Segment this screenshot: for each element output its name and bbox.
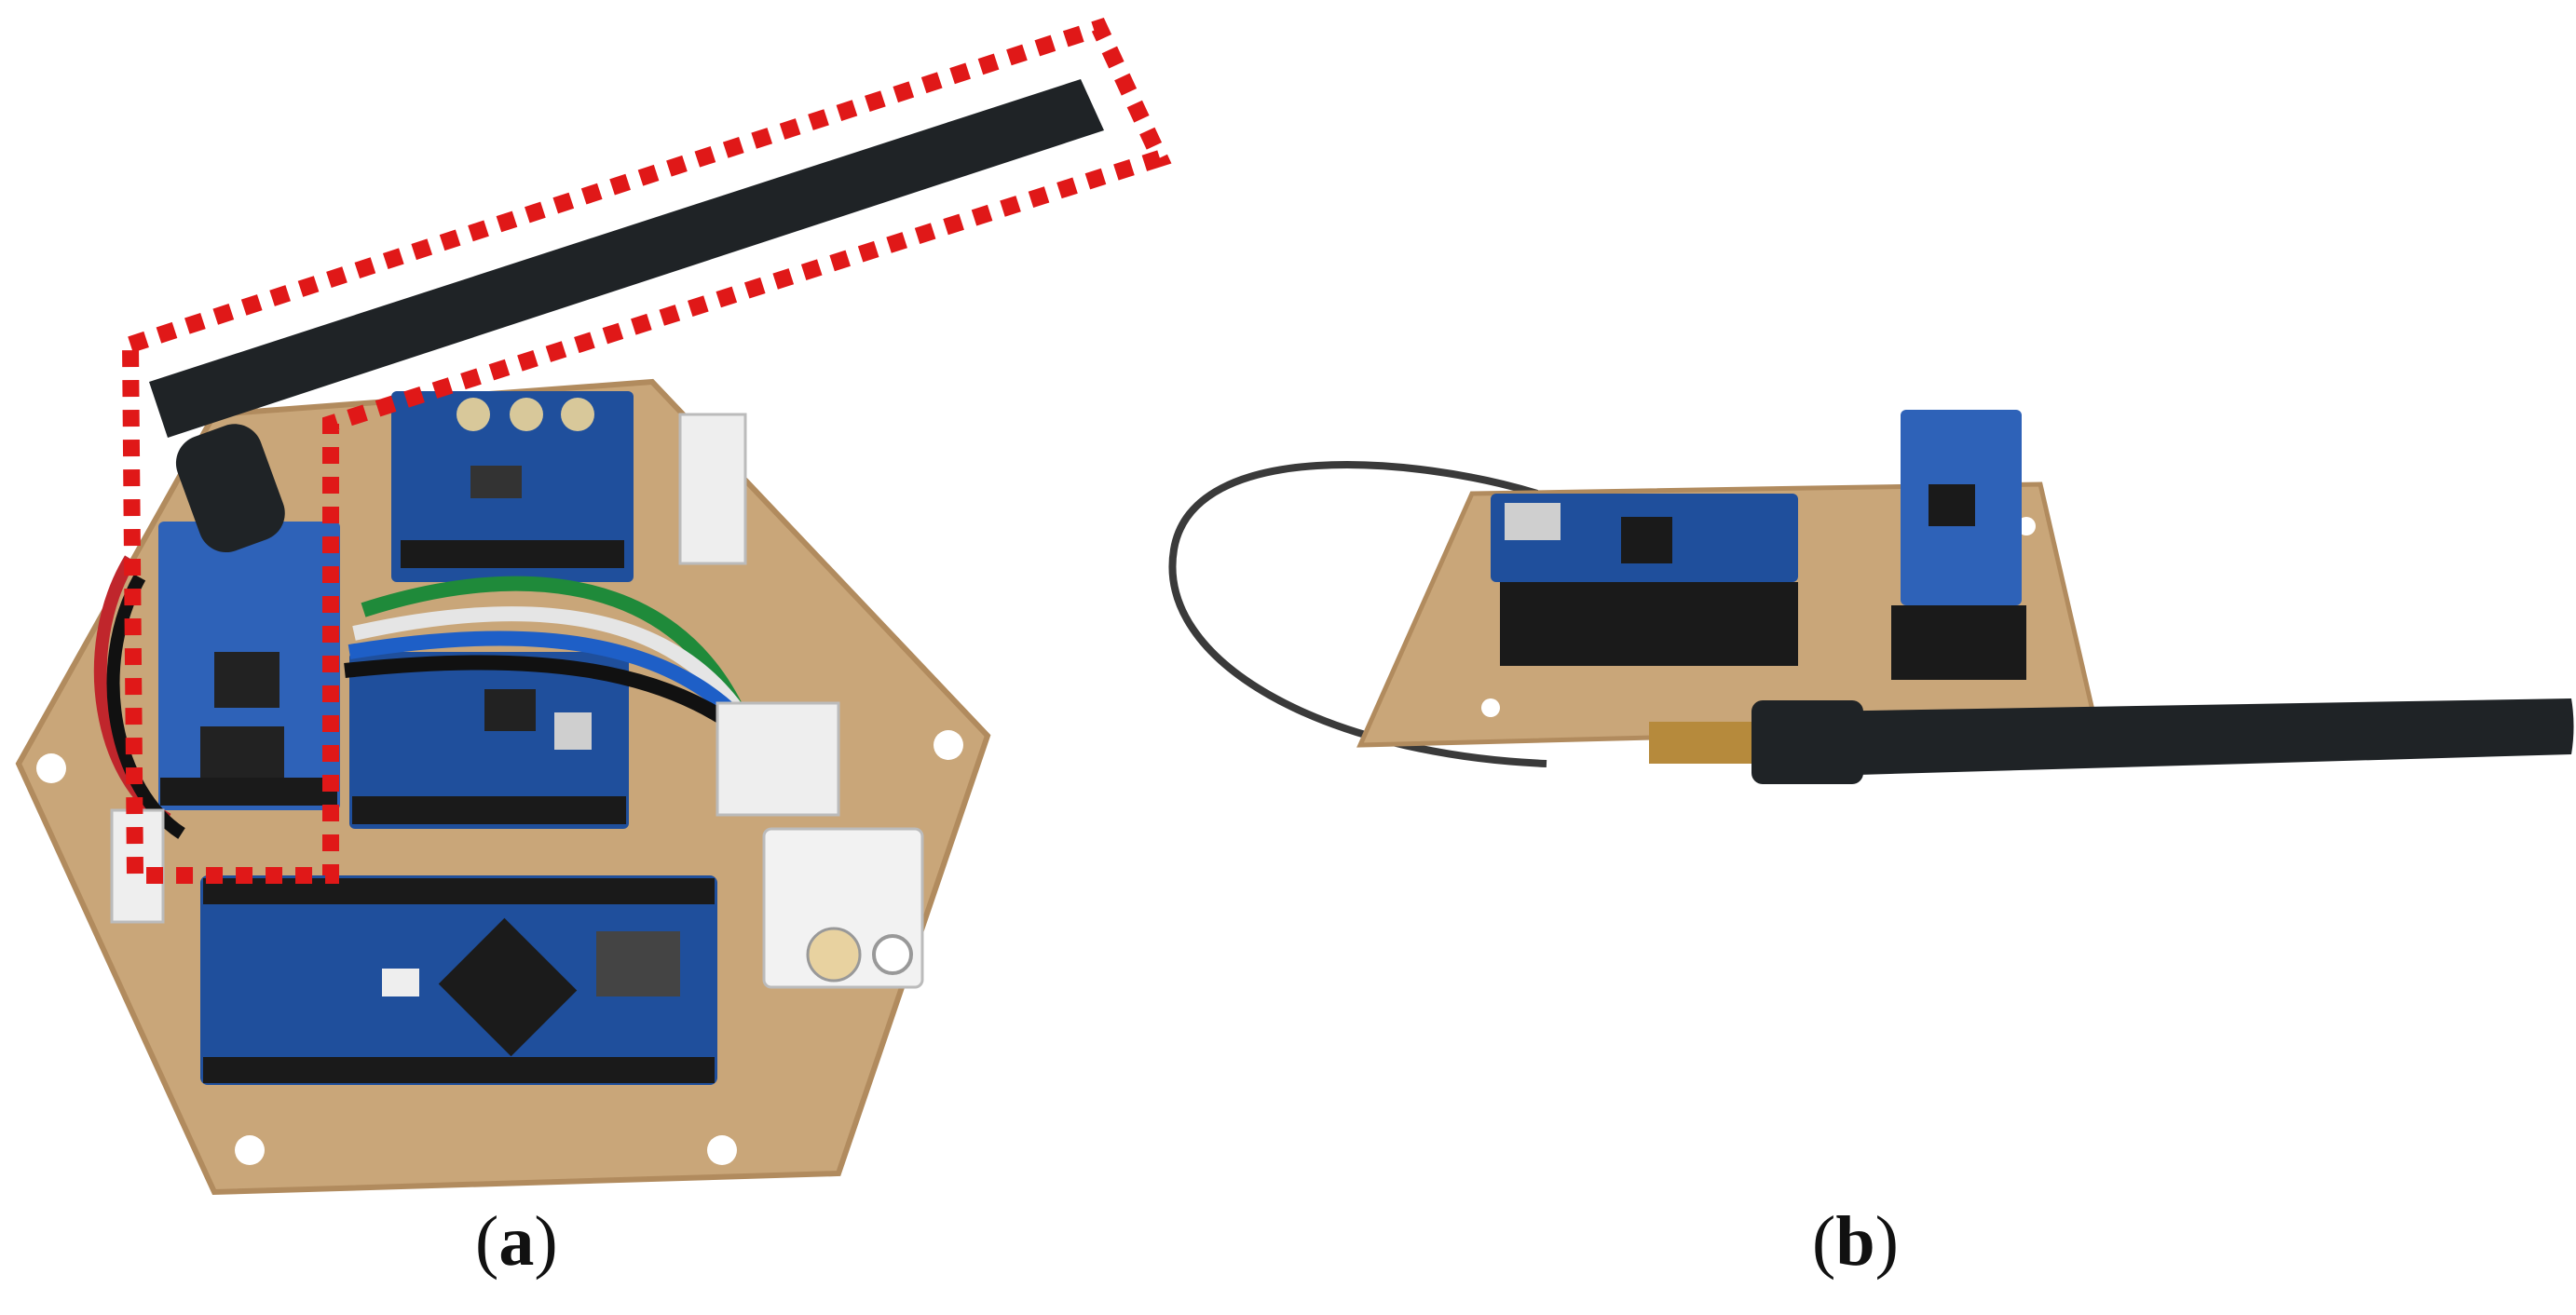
caption-paren-open: ( [475,1202,499,1281]
caption-paren-close: ) [1874,1202,1899,1281]
caption-paren-close: ) [534,1202,558,1281]
connector-icon [716,701,840,817]
wire [348,630,761,741]
mount-hole [707,1135,737,1165]
caption-b: (b) [1812,1201,1899,1282]
photo-panel-b [1137,354,2576,875]
mount-hole [1481,698,1500,717]
caption-paren-open: ( [1812,1202,1836,1281]
sma-connector [1649,722,1761,764]
wire [361,576,743,712]
caption-a: (a) [475,1201,558,1282]
mount-hole [36,753,66,783]
coax-cable [1168,461,1547,767]
mount-hole [934,730,963,760]
antenna-hinge [175,424,285,553]
photo-a-illustration [15,17,1172,1196]
mount-hole [235,1135,265,1165]
caption-letter: b [1835,1202,1875,1281]
caption-letter: a [498,1202,535,1281]
imu-module-icon [349,652,629,829]
photo-b-illustration [1168,410,2574,784]
highlight-frame [121,17,1172,884]
wire [352,606,752,726]
antenna-icon [149,79,1104,438]
photo-panel-a [0,0,1172,1211]
connector-icon [678,413,747,565]
antenna-hinge [1751,700,1863,784]
antenna-icon [1761,698,2574,778]
